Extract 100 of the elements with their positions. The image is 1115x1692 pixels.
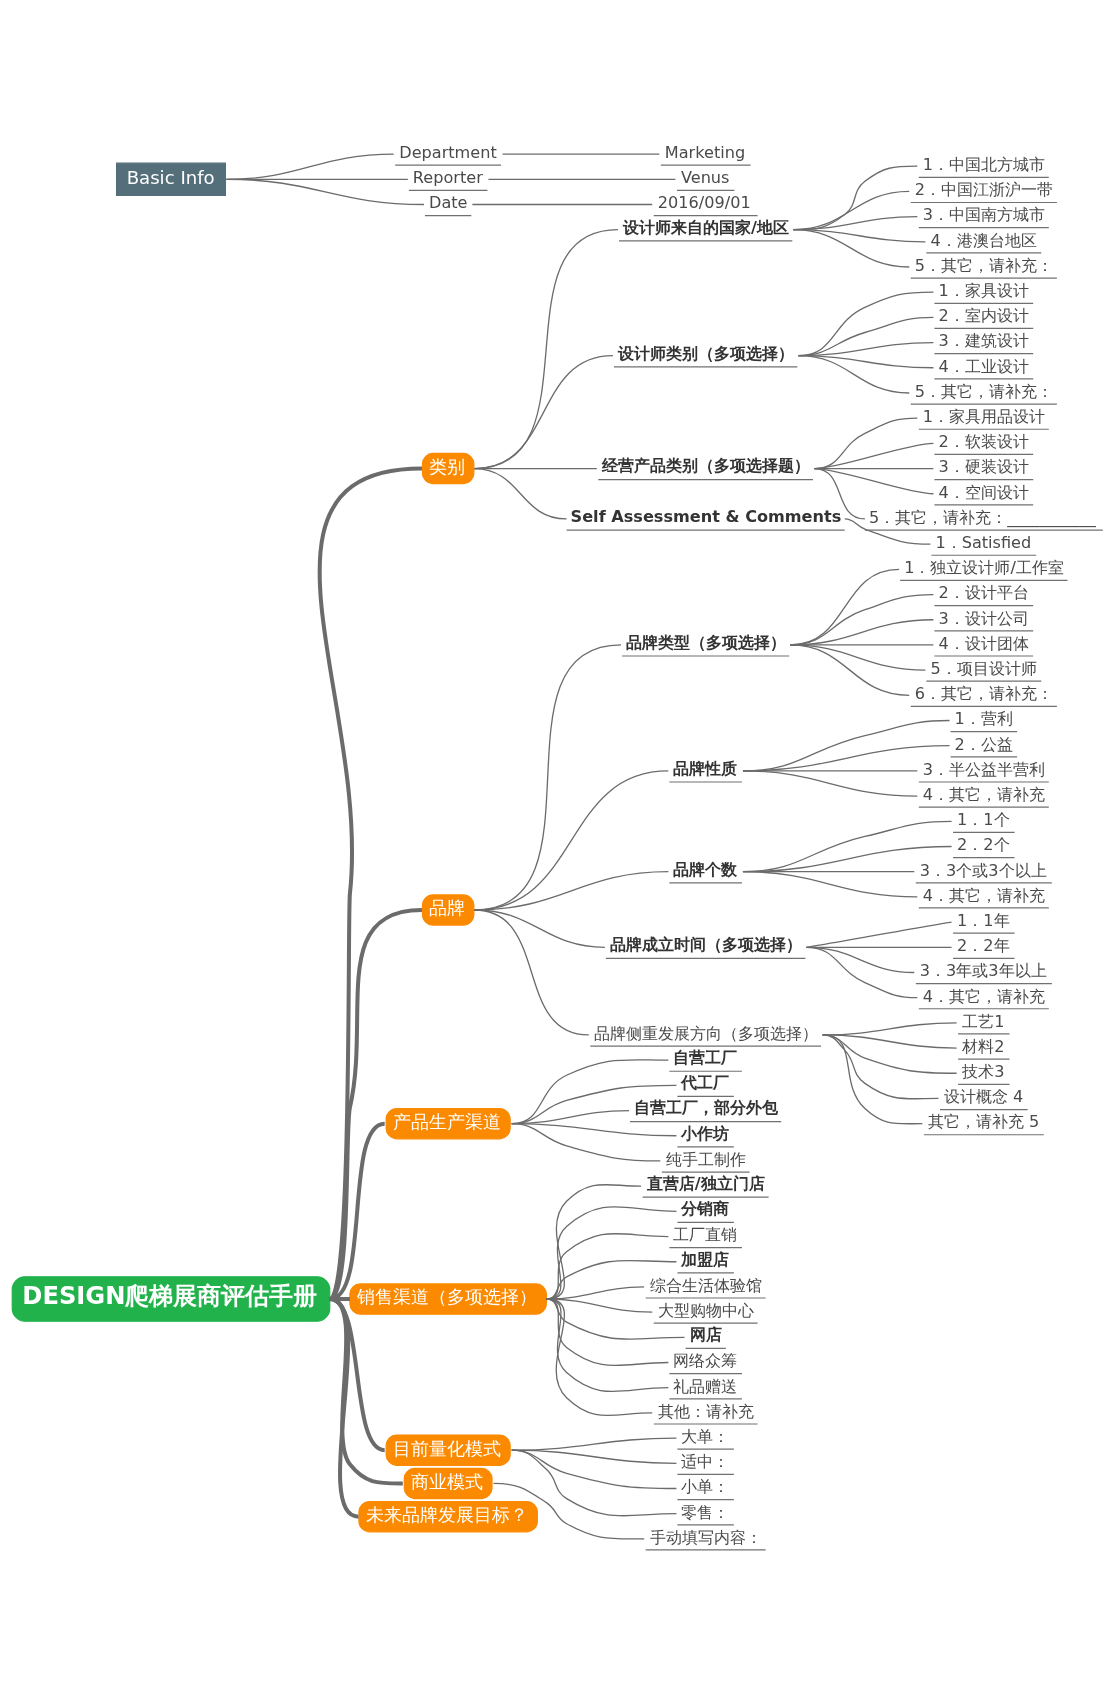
- node-text: 小单：: [681, 1476, 730, 1496]
- node-text: 工厂直销: [673, 1224, 738, 1244]
- node-text: 4．设计团体: [938, 633, 1029, 653]
- node-text: 其它，请补充 5: [927, 1111, 1040, 1131]
- node-text: 4．港澳台地区: [930, 230, 1037, 250]
- connector: [821, 1033, 923, 1124]
- connector: [225, 178, 425, 205]
- node-text: 品牌侧重发展方向（多项选择）: [594, 1023, 819, 1043]
- connector: [511, 1122, 661, 1162]
- connector: [792, 228, 910, 268]
- node-text: 4．其它，请补充: [922, 986, 1046, 1006]
- node-text: 3．硬装设计: [938, 456, 1029, 476]
- connector: [805, 920, 953, 948]
- connector: [473, 908, 590, 1036]
- node-text: 适中：: [681, 1451, 730, 1471]
- node-text: 3．3年或3年以上: [919, 960, 1047, 980]
- node-text: 1．家具用品设计: [922, 406, 1046, 426]
- node-box: DESIGN爬梯展商评估手册: [11, 1275, 331, 1322]
- node-text: 加盟店: [681, 1249, 730, 1269]
- node-text: 材料2: [962, 1036, 1005, 1056]
- connector: [328, 907, 423, 1301]
- node-text: 自营工厂，部分外包: [634, 1097, 779, 1117]
- node-box: 目前量化模式: [385, 1433, 511, 1466]
- node-text: 5．其它，请补充：: [914, 381, 1054, 401]
- node-box: 产品生产渠道: [385, 1107, 511, 1139]
- connector: [328, 1296, 360, 1519]
- connector: [471, 203, 653, 205]
- node-text: 其他：请补充: [657, 1401, 754, 1421]
- connector: [797, 354, 910, 394]
- node-text: 2．中国江浙沪一带: [914, 179, 1054, 199]
- node-text: 3．设计公司: [938, 608, 1029, 628]
- connector: [317, 466, 423, 1300]
- node-text: 经营产品类别（多项选择题）: [602, 455, 811, 475]
- node-text: 纯手工制作: [665, 1149, 746, 1169]
- node-text: 手动填写内容：: [649, 1527, 762, 1547]
- connector: [813, 467, 866, 520]
- node-text: 网店: [689, 1324, 722, 1344]
- node-text: 品牌个数: [673, 859, 738, 879]
- connector: [511, 1449, 678, 1516]
- node-text: 小作坊: [681, 1123, 730, 1143]
- node-box: 类别: [421, 452, 475, 484]
- node-box: Basic Info: [115, 162, 227, 196]
- node-text: 品牌性质: [673, 758, 738, 778]
- node-text: 5．其它，请补充：___________: [868, 507, 1096, 527]
- connector: [492, 1482, 645, 1540]
- node-box: 销售渠道（多项选择）: [349, 1282, 547, 1315]
- node-text: 2．2年: [957, 935, 1010, 955]
- node-text: 品牌成立时间（多项选择）: [609, 934, 802, 954]
- node-text: 设计概念 4: [944, 1086, 1024, 1106]
- node-text: 技术3: [962, 1061, 1005, 1081]
- node-text: 2．公益: [954, 734, 1013, 754]
- node-text: 3．中国南方城市: [922, 204, 1046, 224]
- node-box: 品牌: [421, 893, 475, 926]
- node-text: 分销商: [681, 1198, 730, 1218]
- node-text: 5．项目设计师: [930, 658, 1037, 678]
- node-text: 1．家具设计: [938, 280, 1029, 300]
- node-text: 4．其它，请补充: [922, 784, 1046, 804]
- connector: [805, 946, 918, 998]
- node-text: 2．软装设计: [938, 431, 1029, 451]
- node-text: 2．设计平台: [938, 582, 1029, 602]
- connector: [487, 178, 677, 180]
- node-text: 1．1个: [957, 809, 1010, 829]
- node-text: 2016/09/01: [657, 192, 751, 212]
- node-text: 3．半公益半营利: [922, 759, 1046, 779]
- node-box: 商业模式: [403, 1467, 493, 1499]
- node-text: 1．营利: [954, 708, 1013, 728]
- node-text: 4．工业设计: [938, 356, 1029, 376]
- connector: [473, 467, 568, 520]
- node-text: Department: [399, 142, 497, 162]
- node-text: 1．独立设计师/工作室: [904, 557, 1064, 577]
- node-text: 品牌类型（多项选择）: [626, 632, 787, 652]
- node-text: 网络众筹: [673, 1350, 738, 1370]
- node-text: 4．其它，请补充: [922, 885, 1046, 905]
- node-text: 3．3个或3个以上: [919, 860, 1047, 880]
- node-text: Date: [429, 192, 468, 212]
- connector: [742, 870, 918, 898]
- connector: [742, 769, 918, 797]
- node-text: 5．其它，请补充：: [914, 255, 1054, 275]
- node-text: 直营店/独立门店: [646, 1173, 765, 1193]
- node-box: 未来品牌发展目标？: [358, 1500, 538, 1532]
- node-text: Reporter: [412, 167, 483, 187]
- node-text: 设计师来自的国家/地区: [623, 217, 789, 237]
- connector: [789, 643, 910, 696]
- node-text: 1．Satisfied: [935, 532, 1032, 552]
- node-text: 4．空间设计: [938, 482, 1029, 502]
- node-text: 礼品赠送: [673, 1376, 738, 1396]
- node-text: Venus: [680, 167, 730, 187]
- node-text: 1．中国北方城市: [922, 154, 1046, 174]
- node-text: 6．其它，请补充：: [914, 683, 1054, 703]
- node-text: 自营工厂: [673, 1047, 738, 1067]
- node-text: 代工厂: [681, 1072, 730, 1092]
- node-text: 大单：: [681, 1426, 730, 1446]
- node-text: 大型购物中心: [657, 1300, 754, 1320]
- node-text: 工艺1: [962, 1011, 1005, 1031]
- node-text: 3．建筑设计: [938, 330, 1029, 350]
- connector: [511, 1436, 678, 1451]
- node-text: Self Assessment & Comments: [570, 506, 842, 526]
- node-text: 2．2个: [957, 834, 1010, 854]
- node-text: 综合生活体验馆: [649, 1275, 762, 1295]
- connector: [844, 517, 932, 545]
